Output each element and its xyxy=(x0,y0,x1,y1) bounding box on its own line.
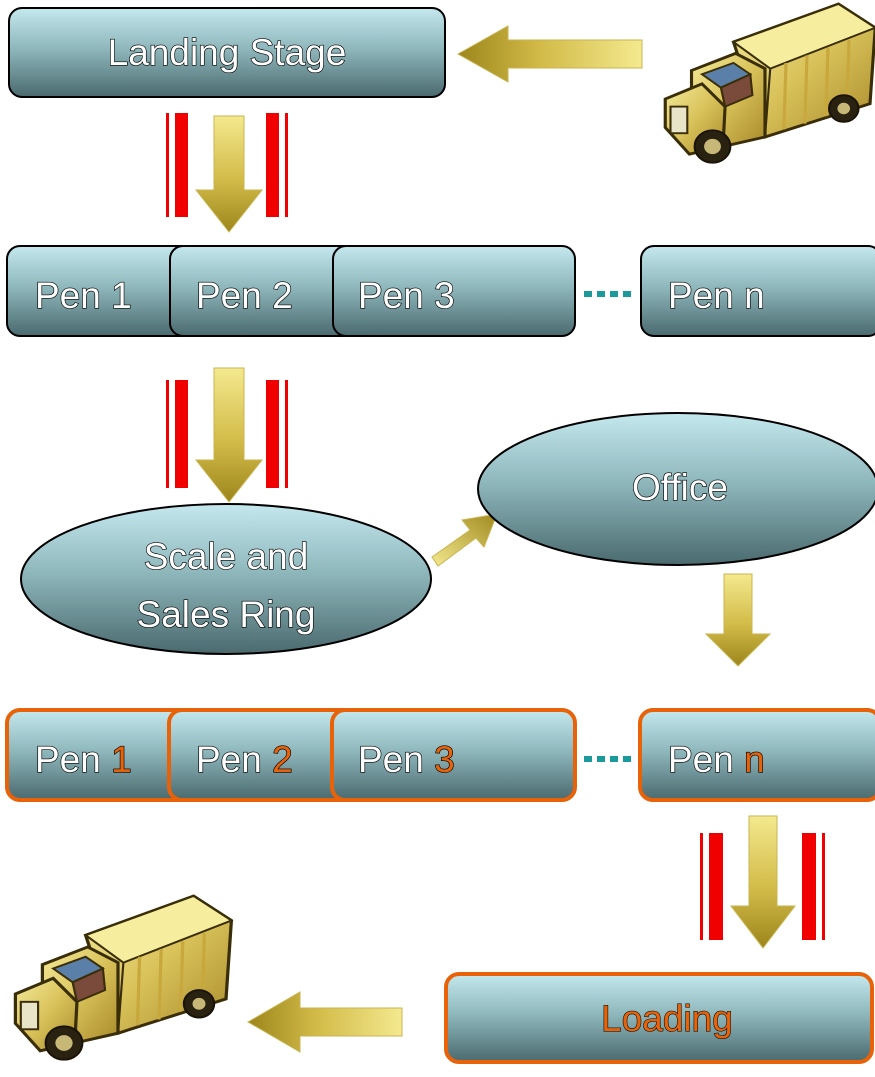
gate-arrow-3 xyxy=(700,815,825,949)
gate-arrow-1 xyxy=(166,113,288,233)
truck-icon xyxy=(663,2,875,165)
pens-row-top: Pen 1 Pen 2 Pen 3 Pen n xyxy=(6,245,875,337)
arrow-down-icon xyxy=(704,573,772,667)
pen-box-3 xyxy=(332,245,576,337)
arrow-down-icon xyxy=(729,815,797,949)
office-label: Office xyxy=(632,467,728,508)
gate-arrow-2 xyxy=(166,367,288,503)
pens-row-bottom: Pen 1 Pen 2 Pen 3 Pen n xyxy=(5,708,875,802)
scale-ring-label-2: Sales Ring xyxy=(137,594,316,635)
landing-stage-box xyxy=(8,7,446,98)
pen-label: Pen 1 xyxy=(35,739,132,780)
pen-box-3 xyxy=(330,708,577,802)
arrow-down-icon xyxy=(194,115,264,233)
scale-ring-ellipse xyxy=(20,503,432,655)
pen-label: Pen 1 xyxy=(35,275,132,316)
truck-icon xyxy=(13,894,234,1062)
loading-label: Loading xyxy=(601,998,733,1039)
pen-label: Pen n xyxy=(668,275,765,316)
office-ellipse xyxy=(477,412,875,566)
arrow-down-icon xyxy=(194,367,264,503)
pen-label: Pen 2 xyxy=(196,275,293,316)
loading-box xyxy=(444,972,874,1064)
arrow-diagonal-icon xyxy=(431,513,498,567)
arrow-left-icon xyxy=(456,25,643,83)
landing-stage-label: Landing Stage xyxy=(108,32,347,73)
pen-label: Pen 3 xyxy=(358,275,455,316)
pen-box-n xyxy=(640,245,875,337)
pen-label: Pen 2 xyxy=(196,739,293,780)
pen-box-n xyxy=(638,708,875,802)
pen-label: Pen 3 xyxy=(358,739,455,780)
arrow-left-icon xyxy=(246,991,403,1053)
pen-label: Pen n xyxy=(668,739,765,780)
scale-ring-label-1: Scale and xyxy=(144,536,309,577)
